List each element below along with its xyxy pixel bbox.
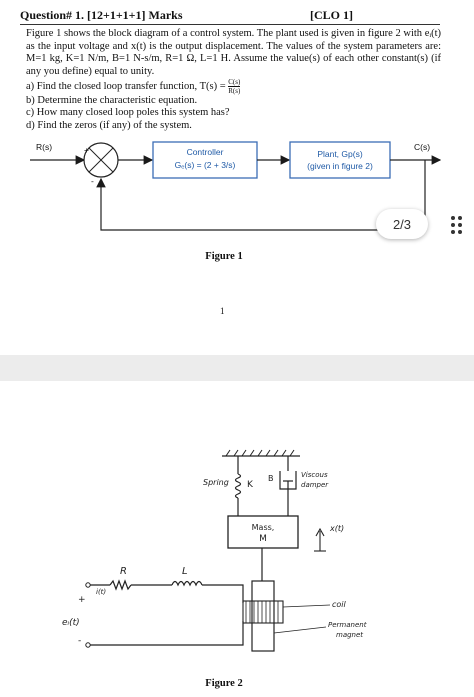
document-page-2: Spring K B Viscous damper Mass, M x(t) c… — [0, 381, 474, 692]
minus-terminal: - — [78, 636, 81, 646]
l-label: L — [182, 566, 188, 577]
plus-terminal: + — [78, 595, 86, 605]
minus-sign: - — [91, 176, 94, 186]
r-label: R — [120, 566, 127, 577]
clo-label: [CLO 1] — [310, 8, 353, 22]
transfer-function-fraction: C(s) R(s) — [228, 78, 241, 95]
plant-title: Plant, Gp(s) — [317, 149, 363, 159]
figure-1-caption: Figure 1 — [205, 251, 243, 262]
x-label: x(t) — [329, 524, 344, 533]
b-label: B — [268, 474, 274, 483]
mass-block — [227, 515, 299, 549]
controller-block — [152, 141, 258, 179]
page-separator — [0, 355, 474, 381]
output-label: C(s) — [414, 142, 430, 152]
current-label: i(t) — [96, 588, 106, 596]
damper-label-1: Viscous — [301, 471, 328, 479]
header-divider — [20, 24, 440, 25]
more-dots-icon[interactable] — [446, 211, 472, 237]
controller-formula: Gₑ(s) = (2 + 3/s) — [175, 160, 236, 170]
inductor — [171, 580, 203, 587]
question-d: d) Find the zeros (if any) of the system… — [26, 119, 192, 131]
intro-paragraph: Figure 1 shows the block diagram of a co… — [26, 28, 441, 77]
coil — [242, 600, 284, 624]
input-voltage-label: eᵢ(t) — [62, 618, 80, 628]
question-b: b) Determine the characteristic equation… — [26, 95, 198, 106]
feedback-path — [96, 160, 426, 231]
document-page-1: Question# 1. [12+1+1+1] Marks [CLO 1] Fi… — [0, 0, 474, 340]
plant-subtitle: (given in figure 2) — [307, 161, 373, 171]
input-label: R(s) — [36, 142, 52, 152]
controller-title: Controller — [187, 147, 224, 157]
plant-block — [289, 141, 391, 179]
mass-label-2: M — [259, 534, 267, 544]
spring-label: Spring — [203, 478, 229, 487]
magnet-label-2: magnet — [336, 631, 363, 639]
figure-2-sketch: Spring K B Viscous damper Mass, M x(t) c… — [62, 449, 367, 652]
question-a: a) Find the closed loop transfer functio… — [26, 78, 241, 95]
magnet-label-1: Permanent — [328, 621, 367, 629]
spring — [234, 473, 242, 499]
page-indicator: 2/3 — [376, 209, 428, 239]
question-list: a) Find the closed loop transfer functio… — [26, 78, 441, 132]
k-label: K — [247, 480, 254, 490]
question-title: Question# 1. [12+1+1+1] Marks — [20, 8, 183, 22]
mass-label-1: Mass, — [252, 523, 275, 532]
question-c: c) How many closed loop poles this syste… — [26, 107, 230, 119]
plus-sign: + — [84, 145, 89, 155]
page-number: 1 — [220, 306, 225, 316]
figure-1-block-diagram: R(s) + - Controller Gₑ(s) = (2 + 3/s) Pl… — [30, 141, 442, 231]
figure-2-caption: Figure 2 — [205, 678, 243, 689]
damper-label-2: damper — [301, 481, 329, 489]
permanent-magnet — [251, 580, 275, 652]
resistor — [109, 579, 132, 591]
coil-label: coil — [332, 600, 347, 609]
